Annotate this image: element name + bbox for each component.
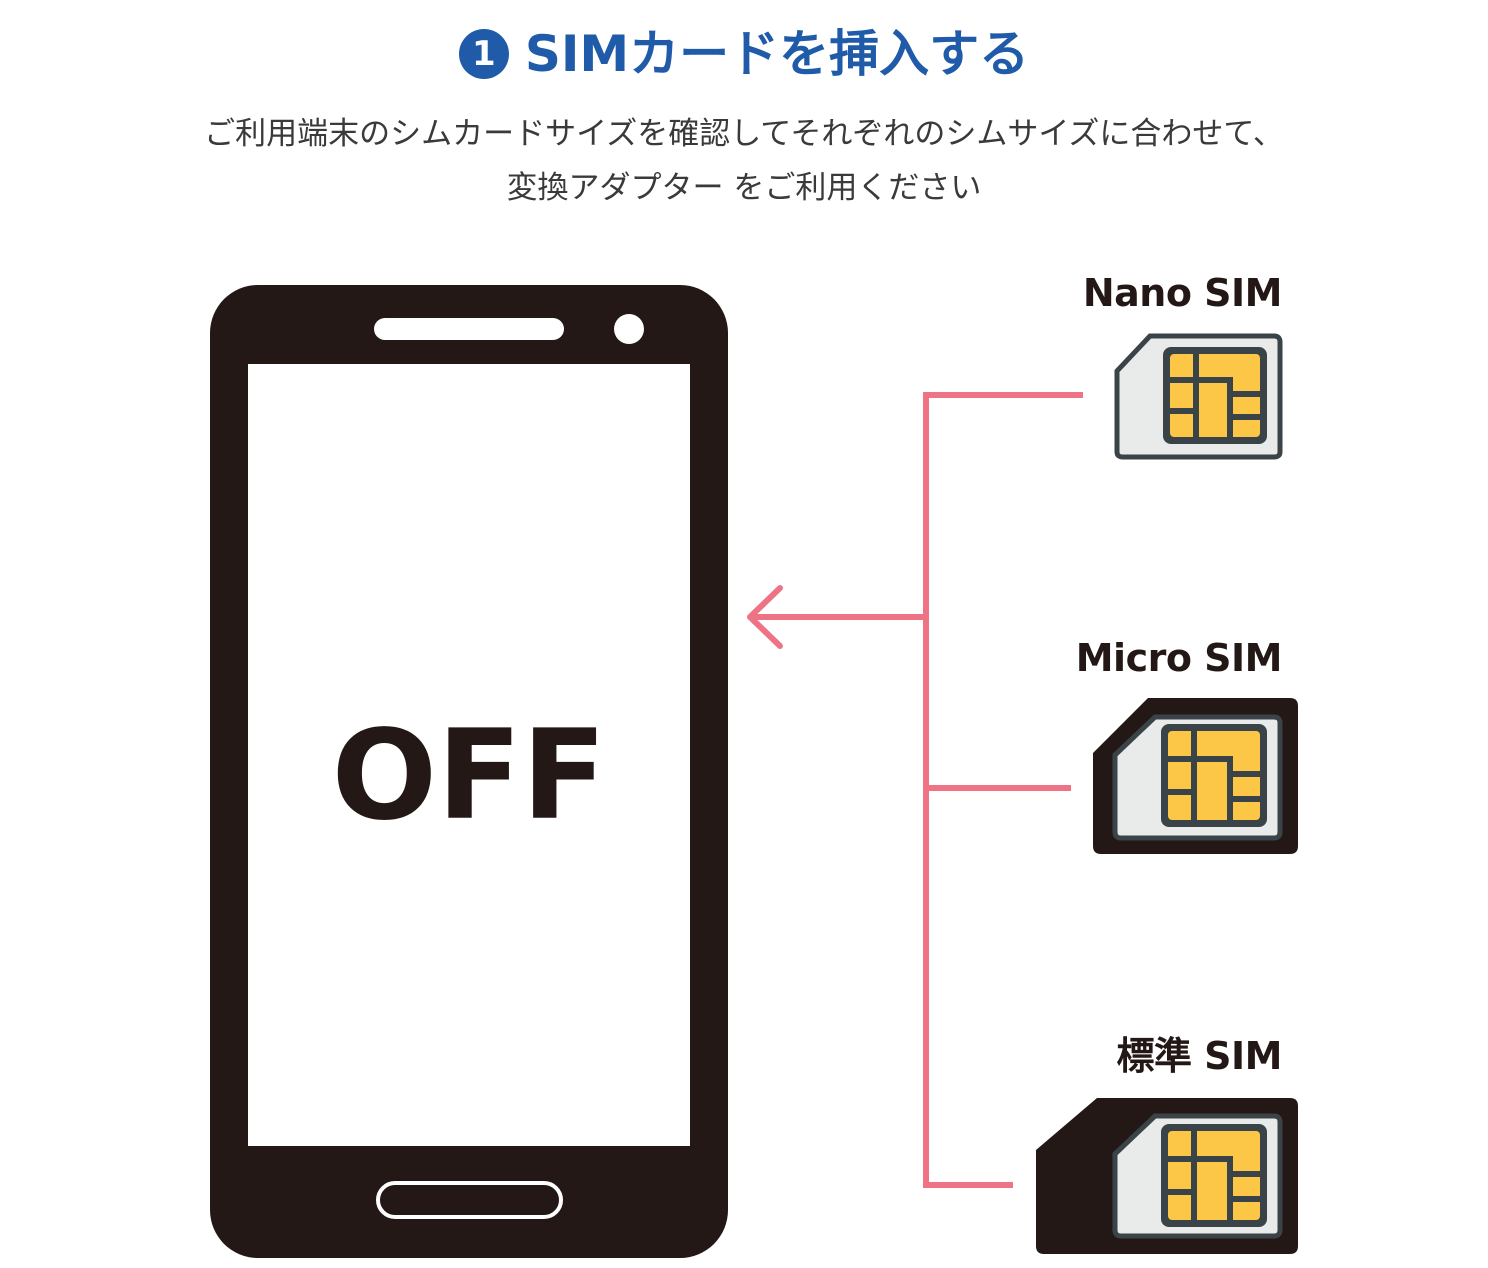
- phone-speaker: [374, 318, 564, 340]
- phone-home-button: [376, 1181, 563, 1219]
- standard-sim-label: 標準 SIM: [1116, 1034, 1282, 1078]
- phone-camera: [614, 314, 644, 344]
- arrow-left-icon: [747, 585, 783, 649]
- step-title: 1 SIMカードを挿入する: [0, 22, 1488, 86]
- smartphone-icon: OFF: [210, 285, 728, 1258]
- connector-lines: [749, 392, 1083, 1188]
- step-number-badge: 1: [458, 29, 509, 79]
- micro-sim-label: Micro SIM: [1075, 636, 1283, 680]
- page-title: SIMカードを挿入する: [524, 25, 1030, 83]
- phone-screen-text: OFF: [332, 704, 607, 848]
- phone-screen: [248, 364, 690, 1146]
- nano-sim-icon: [1114, 333, 1283, 460]
- micro-sim-icon: [1093, 698, 1298, 854]
- description-line-2: 変換アダプター をご利用ください: [506, 170, 982, 206]
- nano-sim-label: Nano SIM: [1082, 271, 1283, 315]
- standard-sim-icon: [1036, 1098, 1298, 1254]
- description-line-1: ご利用端末のシムカードサイズを確認してそれぞれのシムサイズに合わせて、: [204, 116, 1284, 152]
